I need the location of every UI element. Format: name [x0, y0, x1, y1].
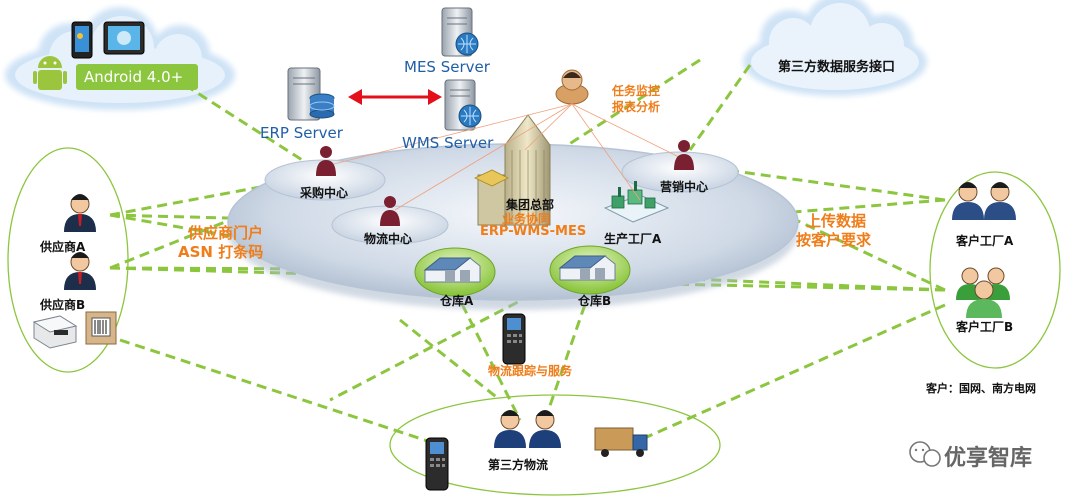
api-cloud	[743, 0, 927, 96]
customer-b-icon	[956, 267, 1010, 318]
factory-a-label: 生产工厂A	[604, 232, 662, 246]
tracking-service-label: 物流跟踪与服务	[488, 364, 573, 378]
third-party-logistics-label: 第三方物流	[488, 458, 549, 472]
erp-wms-mes-label: ERP-WMS-MES	[480, 224, 587, 239]
supplier-portal-label: 供应商门户	[188, 224, 264, 242]
customer-a-label: 客户工厂A	[956, 234, 1014, 248]
truck-icon	[594, 427, 648, 457]
purchase-center-label: 采购中心	[300, 186, 349, 200]
customer-b-label: 客户工厂B	[956, 320, 1014, 334]
android-phone-icon	[71, 21, 93, 59]
sales-person-icon	[674, 140, 694, 170]
report-analysis-label: 报表分析	[612, 100, 661, 114]
logistics-group-outline	[389, 394, 721, 496]
handheld-scanner-icon	[502, 313, 526, 365]
center-person-icons	[316, 140, 694, 226]
watermark-text: 优享智库	[944, 446, 1033, 471]
barcode-label-icon	[85, 311, 117, 345]
per-customer-label: 按客户要求	[796, 231, 872, 249]
asn-barcode-label: ASN 打条码	[178, 243, 264, 261]
label-printer-icon	[32, 315, 78, 349]
android-robot-icon	[33, 56, 67, 90]
monitor-lines	[329, 103, 686, 211]
warehouse-b-icon	[549, 245, 631, 295]
customer-a-icon	[952, 182, 1016, 220]
purchase-person-icon	[316, 146, 336, 176]
customer-note-label: 客户：国网、南方电网	[926, 382, 1036, 395]
warehouse-a-icon	[414, 247, 496, 297]
wms-server-icon	[444, 79, 482, 131]
supplier-b-icon	[64, 252, 96, 290]
erp-server-icon	[287, 67, 335, 121]
warehouse-b-label: 仓库B	[578, 294, 612, 308]
factory-icon	[603, 181, 670, 223]
logistics-staff-icon	[494, 410, 561, 448]
android-badge	[76, 64, 198, 90]
hq-building-icon	[474, 114, 551, 226]
wechat-icon	[909, 441, 941, 467]
wms-server-label: WMS Server	[402, 134, 494, 152]
erp-wms-sync-arrow	[348, 89, 442, 105]
third-party-api-label: 第三方数据服务接口	[778, 60, 896, 75]
purchase-disc	[264, 159, 386, 201]
logistics-person-icon	[380, 196, 400, 226]
mes-server-label: MES Server	[404, 58, 490, 76]
hq-label: 集团总部	[506, 198, 555, 212]
handheld-scanner-icon-2	[425, 437, 449, 491]
monitor-operator-icon	[555, 69, 589, 105]
warehouse-a-label: 仓库A	[440, 294, 474, 308]
supplier-a-label: 供应商A	[40, 240, 86, 254]
android-label: Android 4.0+	[84, 68, 184, 86]
business-collab-label: 业务协同	[502, 212, 551, 226]
task-monitor-label: 任务监控	[612, 84, 661, 98]
sales-center-label: 营销中心	[660, 180, 709, 194]
supplier-a-icon	[64, 194, 96, 232]
android-tablet-icon	[103, 21, 145, 55]
mes-server-icon	[441, 7, 479, 57]
supplier-b-label: 供应商B	[40, 298, 86, 312]
logistics-center-label: 物流中心	[364, 232, 413, 246]
upload-data-label: 上传数据	[806, 212, 867, 230]
sales-disc	[621, 151, 739, 193]
erp-server-label: ERP Server	[260, 124, 343, 142]
customer-group-outline	[929, 171, 1061, 369]
